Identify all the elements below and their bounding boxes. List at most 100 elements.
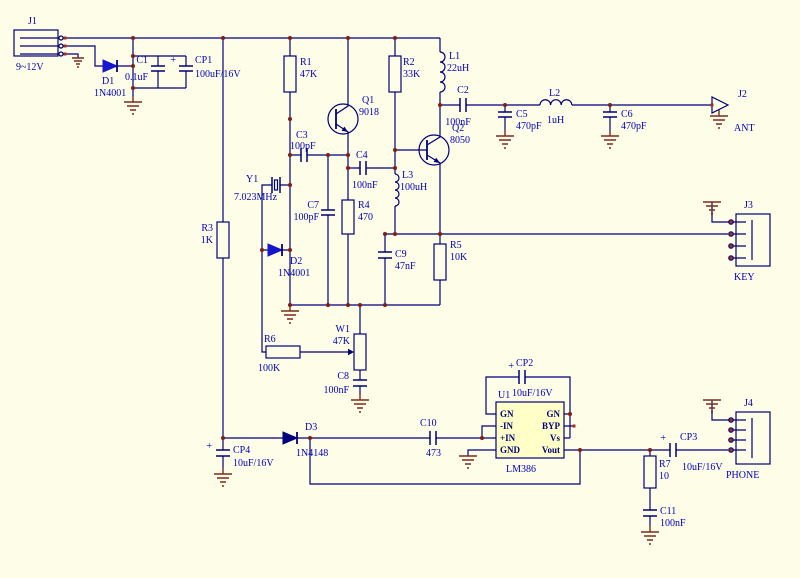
- component-r7[interactable]: R7 10: [643, 455, 671, 489]
- cp3-plus-sign: +: [660, 433, 666, 444]
- j4-value-label: PHONE: [726, 470, 759, 481]
- cp2-ref-label: CP2: [516, 358, 533, 369]
- c9-value-label: 47nF: [395, 261, 416, 272]
- l3-value-label: 100uH: [400, 182, 427, 193]
- u1-ref-label: U1: [498, 390, 510, 401]
- l1-ref-label: L1: [449, 51, 460, 62]
- r2-value-label: 33K: [403, 69, 421, 80]
- connector-j3[interactable]: J3 KEY: [728, 200, 771, 283]
- c6-ref-label: C6: [621, 109, 633, 120]
- ground-symbol: [124, 96, 142, 115]
- cp1-plus-sign: +: [170, 55, 176, 66]
- component-c7[interactable]: C7 100pF: [293, 200, 335, 223]
- component-d2[interactable]: D2 1N4001: [267, 243, 310, 279]
- component-u1[interactable]: U1 GN -IN +IN GND GN BYP Vs Vout LM386: [495, 390, 565, 475]
- r5-ref-label: R5: [450, 240, 462, 251]
- u1-pin-vout: Vout: [542, 445, 560, 455]
- c8-value-label: 100nF: [323, 385, 349, 396]
- l2-value-label: 1uH: [547, 115, 564, 126]
- r2-ref-label: R2: [403, 57, 415, 68]
- d1-ref-label: D1: [102, 76, 114, 87]
- r6-ref-label: R6: [264, 334, 276, 345]
- r3-value-label: 1K: [201, 235, 214, 246]
- component-c8[interactable]: C8 100nF: [323, 371, 367, 396]
- component-d1[interactable]: D1 1N4001: [94, 59, 126, 99]
- c9-ref-label: C9: [395, 249, 407, 260]
- component-c3[interactable]: C3 100pF: [290, 130, 316, 162]
- ground-symbol: [72, 57, 84, 68]
- component-cp2[interactable]: + CP2 10uF/16V: [508, 358, 553, 399]
- l2-ref-label: L2: [549, 88, 560, 99]
- component-r6[interactable]: R6 100K: [258, 334, 301, 374]
- cp4-ref-label: CP4: [233, 445, 250, 456]
- component-cp4[interactable]: + CP4 10uF/16V: [206, 441, 274, 469]
- component-q1[interactable]: Q1 9018: [327, 95, 379, 135]
- component-l2[interactable]: L2 1uH: [539, 88, 573, 126]
- c6-value-label: 470pF: [621, 121, 647, 132]
- component-r2[interactable]: R2 33K: [388, 55, 421, 93]
- c11-ref-label: C11: [660, 506, 676, 517]
- component-r1[interactable]: R1 47K: [283, 55, 318, 93]
- cp3-value-label: 10uF/16V: [682, 462, 723, 473]
- component-q2[interactable]: Q2 8050: [418, 123, 470, 166]
- c4-value-label: 100nF: [352, 180, 378, 191]
- component-y1[interactable]: Y1 7.023MHz: [234, 174, 281, 203]
- component-cp3[interactable]: + CP3 10uF/16V: [660, 432, 723, 473]
- component-c11[interactable]: C11 100nF: [643, 506, 686, 529]
- d3-value-label: 1N4148: [296, 448, 328, 459]
- d2-value-label: 1N4001: [278, 268, 310, 279]
- u1-pin-vs: Vs: [550, 433, 560, 443]
- l3-ref-label: L3: [402, 170, 413, 181]
- component-r4[interactable]: R4 470: [341, 199, 373, 235]
- cp2-value-label: 10uF/16V: [512, 388, 553, 399]
- component-c1[interactable]: C1 0.1uF: [125, 55, 165, 83]
- u1-pin-gnd: GND: [500, 445, 521, 455]
- y1-value-label: 7.023MHz: [234, 192, 278, 203]
- component-w1[interactable]: W1 47K: [333, 324, 367, 371]
- component-r5[interactable]: R5 10K: [433, 240, 468, 281]
- q1-value-label: 9018: [359, 107, 379, 118]
- junction-dots: [131, 36, 652, 452]
- u1-pin-plus-in: +IN: [500, 433, 516, 443]
- d3-ref-label: D3: [305, 422, 317, 433]
- component-c5[interactable]: C5 470pF: [498, 109, 542, 132]
- u1-pin-gn-left: GN: [500, 409, 514, 419]
- component-l3[interactable]: L3 100uH: [394, 170, 427, 207]
- c3-ref-label: C3: [296, 130, 308, 141]
- component-c10[interactable]: C10 473: [420, 418, 441, 459]
- c11-value-label: 100nF: [660, 518, 686, 529]
- u1-pin-minus-in: -IN: [500, 421, 513, 431]
- r1-value-label: 47K: [300, 69, 318, 80]
- r7-ref-label: R7: [659, 459, 671, 470]
- component-c4[interactable]: C4 100nF: [352, 150, 378, 191]
- component-c2[interactable]: C2 100nF: [445, 85, 471, 128]
- component-c9[interactable]: C9 47nF: [378, 249, 416, 272]
- c2-value-label: 100nF: [445, 117, 471, 128]
- u1-pin-gn-right: GN: [547, 409, 561, 419]
- component-d3[interactable]: D3 1N4148: [282, 422, 328, 459]
- j3-ref-label: J3: [744, 200, 753, 211]
- component-c6[interactable]: C6 470pF: [603, 109, 647, 132]
- component-r3[interactable]: R3 1K: [201, 221, 230, 259]
- d2-ref-label: D2: [290, 256, 302, 267]
- c1-ref-label: C1: [136, 55, 148, 66]
- r5-value-label: 10K: [450, 252, 468, 263]
- c3-value-label: 100pF: [290, 141, 316, 152]
- c1-value-label: 0.1uF: [125, 72, 149, 83]
- pin-markers: [63, 36, 733, 452]
- component-cp1[interactable]: + CP1 100uF/16V: [170, 55, 241, 80]
- c2-ref-label: C2: [457, 85, 469, 96]
- ground-symbol: [281, 305, 299, 324]
- connector-j1[interactable]: J1 9~12V: [13, 16, 64, 73]
- r4-ref-label: R4: [358, 200, 370, 211]
- u1-pin-byp: BYP: [542, 421, 561, 431]
- cp2-plus-sign: +: [508, 361, 514, 372]
- connector-j4[interactable]: J4 PHONE: [726, 398, 771, 481]
- component-l1[interactable]: L1 22uH: [439, 51, 469, 93]
- ground-symbol: [710, 110, 728, 129]
- r4-value-label: 470: [358, 212, 373, 223]
- ground-symbol: [459, 455, 477, 469]
- ground-symbol: [703, 399, 721, 413]
